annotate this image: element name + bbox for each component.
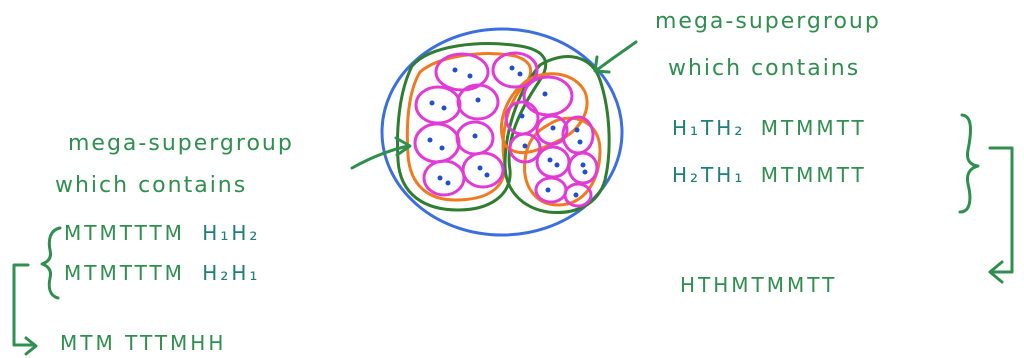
right-seq1-letters: MTMMTT (761, 116, 867, 140)
right-caption-arrow (597, 42, 636, 70)
left-sequence-1: MTMTTTM H₁H₂ (64, 221, 260, 245)
nested-groups-diagram (382, 29, 622, 235)
left-seq1-h: H₁H₂ (202, 221, 260, 245)
left-seq2-h: H₂H₁ (202, 261, 260, 285)
left-result: MTM TTTMHH (60, 331, 226, 355)
left-sequence-2: MTMTTTM H₂H₁ (64, 261, 260, 285)
right-sequence-2: H₂TH₁ MTMMTT (672, 163, 867, 187)
right-annotations: mega-supergroup which contains H₁TH₂ MTM… (655, 9, 881, 297)
right-result-connector (990, 148, 1012, 272)
left-brace (42, 228, 60, 298)
right-seq2-h: H₂TH₁ (672, 163, 745, 187)
right-brace (960, 115, 978, 212)
arrows (14, 42, 1012, 354)
left-annotations: mega-supergroup which contains MTMTTTM H… (55, 131, 294, 355)
right-caption-line2: which contains (668, 56, 860, 81)
group (537, 147, 569, 177)
group (415, 124, 459, 162)
group (569, 153, 597, 183)
right-seq2-letters: MTMMTT (761, 163, 867, 187)
right-sequence-1: H₁TH₂ MTMMTT (672, 116, 867, 140)
left-caption-line1: mega-supergroup (68, 131, 294, 156)
left-result-connector (14, 265, 34, 345)
group (463, 153, 503, 187)
group (536, 178, 566, 202)
left-seq2-letters: MTMTTTM (64, 261, 185, 285)
left-caption-line2: which contains (55, 173, 247, 198)
right-seq1-h: H₁TH₂ (672, 116, 745, 140)
group (424, 161, 464, 195)
right-caption-line1: mega-supergroup (655, 9, 881, 34)
right-result: HTHMTMMTT (680, 273, 837, 297)
group (416, 87, 460, 123)
left-seq1-letters: MTMTTTM (64, 221, 185, 245)
